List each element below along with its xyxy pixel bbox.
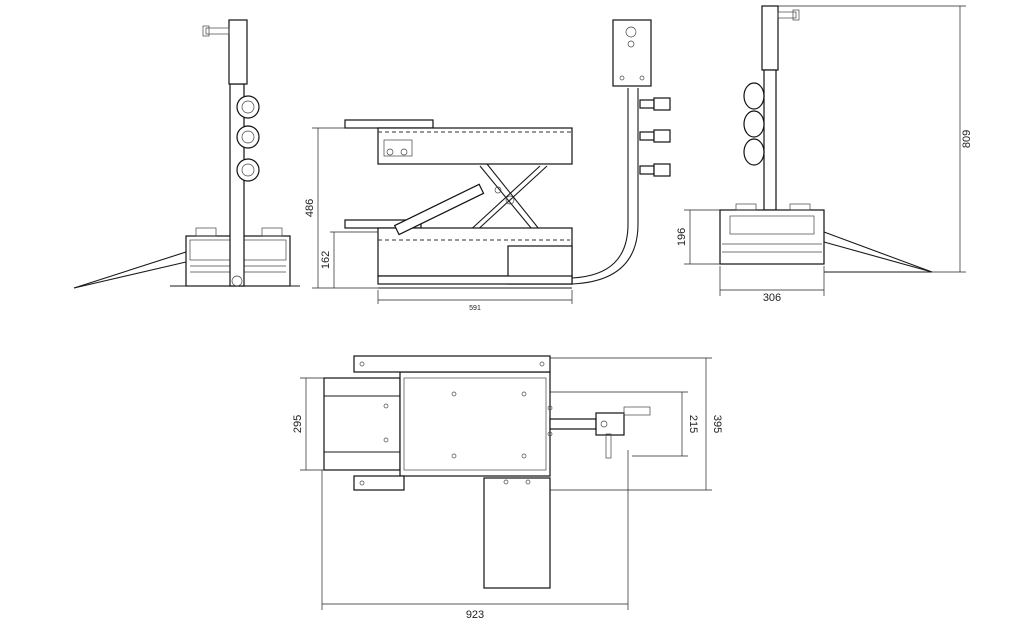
dim-side-height: 196 [676, 228, 688, 246]
dim-side-width: 306 [763, 292, 781, 304]
dimension-labels: 486 162 591 809 196 306 295 215 395 923 [292, 130, 973, 621]
front-view [73, 19, 300, 289]
dim-base-length: 591 [469, 305, 481, 312]
dim-lowered-height: 162 [320, 251, 332, 269]
plan-view [323, 355, 651, 589]
dim-overall-width: 395 [711, 415, 723, 433]
side-view [344, 19, 671, 289]
dimension-lines [300, 5, 966, 610]
dim-height-total: 809 [961, 130, 973, 148]
dim-plan-width: 295 [292, 415, 304, 433]
dim-lift-height: 486 [304, 199, 316, 217]
dim-overall-length: 923 [466, 609, 484, 621]
right-view [719, 5, 933, 273]
dim-handle-offset: 215 [687, 415, 699, 433]
